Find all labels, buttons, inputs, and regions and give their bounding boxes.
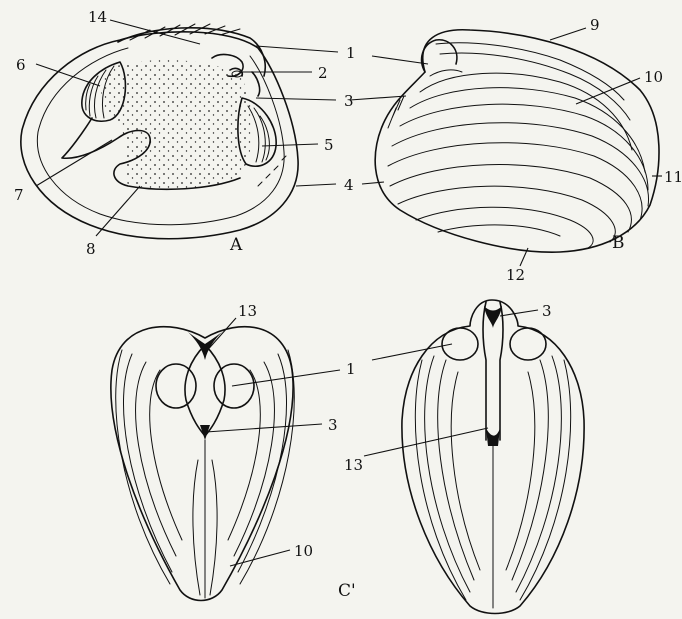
label-9: 9 <box>590 16 600 34</box>
panel-c-anterior-view <box>111 327 294 601</box>
shell-c-left-outline <box>111 327 293 601</box>
label-2: 2 <box>318 64 328 82</box>
panel-captions: A B C' <box>229 233 625 601</box>
label-3-c-right: 3 <box>542 302 552 320</box>
label-3-a: 3 <box>344 92 354 110</box>
label-1-c-left: 1 <box>346 360 356 378</box>
label-12: 12 <box>506 266 525 284</box>
panel-b-outer-valve <box>375 30 659 252</box>
caption-a: A <box>229 235 243 255</box>
label-4: 4 <box>344 176 354 194</box>
label-10-b: 10 <box>644 68 663 86</box>
caption-b: B <box>612 233 625 253</box>
panel-c-dorsal-view <box>402 300 584 614</box>
label-11: 11 <box>664 168 682 186</box>
label-14: 14 <box>88 8 107 26</box>
pallial-area <box>101 60 252 189</box>
panel-a-inner-valve <box>21 24 298 239</box>
label-1-a: 1 <box>346 44 356 62</box>
label-13-c-left: 13 <box>238 302 257 320</box>
label-13-c-right: 13 <box>344 456 363 474</box>
label-5: 5 <box>324 136 334 154</box>
label-10-c-left: 10 <box>294 542 313 560</box>
label-7: 7 <box>14 186 24 204</box>
valve-b-outline <box>375 30 659 252</box>
caption-c: C' <box>338 581 356 601</box>
umbo <box>422 40 457 72</box>
label-6: 6 <box>16 56 26 74</box>
label-8: 8 <box>86 240 96 258</box>
label-3-c-left: 3 <box>328 416 338 434</box>
